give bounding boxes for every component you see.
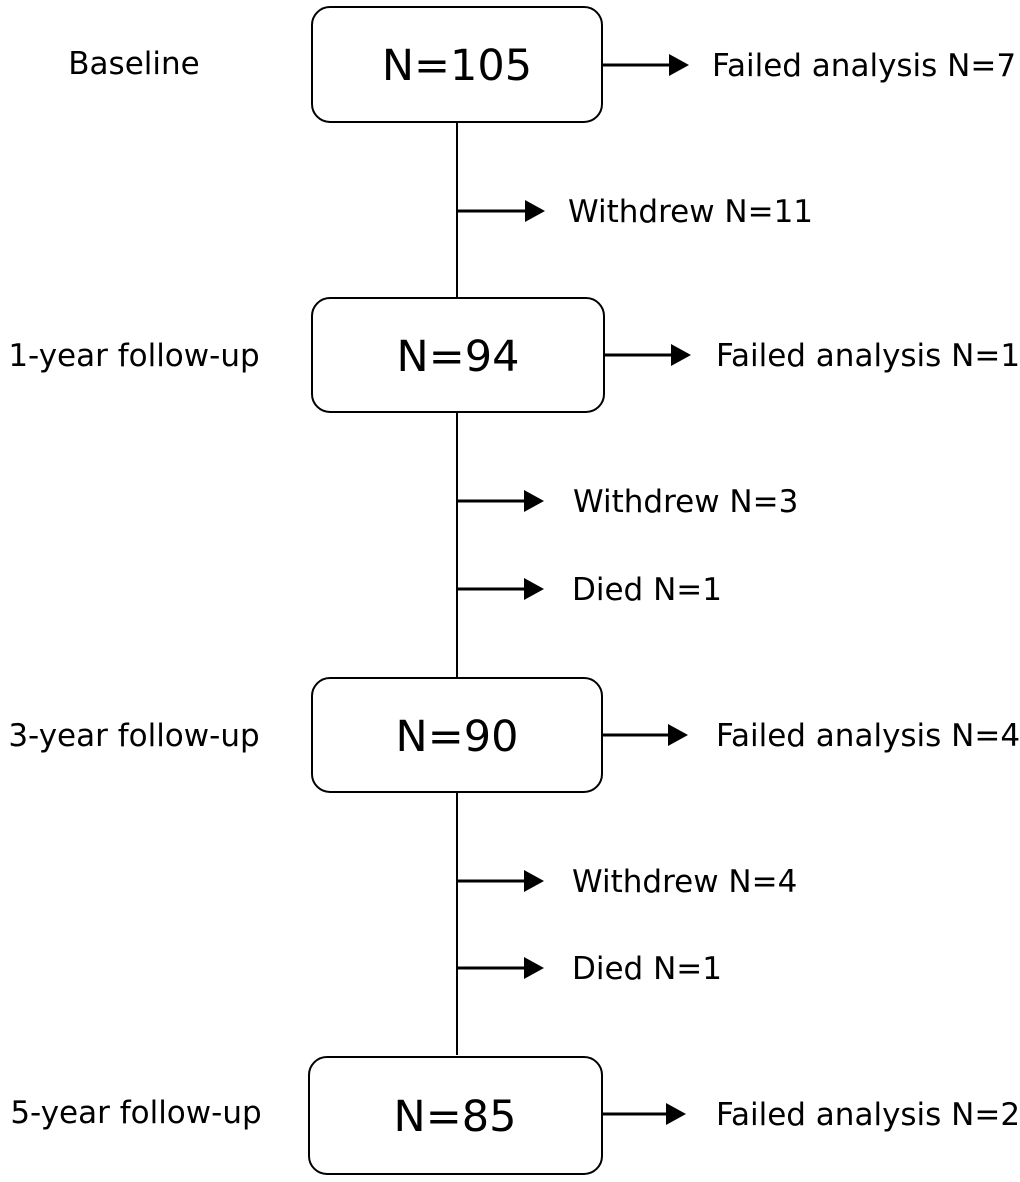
exclusion-label: Died N=1 (572, 572, 722, 608)
exclusion-label: Withdrew N=11 (568, 194, 813, 230)
exclusion-label: Withdrew N=3 (573, 484, 798, 520)
exclusion-label: Withdrew N=4 (572, 864, 797, 900)
exclusion-label: Died N=1 (572, 951, 722, 987)
transition-baseline-to-1yr: Withdrew N=11 (457, 194, 813, 230)
stage-5-year: 5-year follow-up N=85 Failed analysis N=… (10, 1056, 1020, 1175)
count-value: N=94 (397, 332, 520, 382)
count-value: N=105 (382, 41, 532, 91)
count-box (311, 6, 603, 123)
count-value: N=85 (394, 1092, 517, 1142)
stage-label: 5-year follow-up (10, 1095, 261, 1131)
stage-1-year: 1-year follow-up N=94 Failed analysis N=… (8, 297, 1020, 413)
transition-1yr-to-3yr: Withdrew N=3 Died N=1 (457, 484, 798, 608)
count-box (311, 297, 605, 413)
count-value: N=90 (396, 712, 519, 762)
stage-baseline: Baseline N=105 Failed analysis N=7 (68, 6, 1016, 123)
failed-analysis-label: Failed analysis N=2 (716, 1097, 1020, 1133)
stage-3-year: 3-year follow-up N=90 Failed analysis N=… (8, 677, 1020, 793)
stage-label: 3-year follow-up (8, 718, 259, 754)
transition-3yr-to-5yr: Withdrew N=4 Died N=1 (457, 864, 797, 987)
failed-analysis-label: Failed analysis N=4 (716, 718, 1020, 754)
stage-label: Baseline (68, 46, 199, 82)
failed-analysis-label: Failed analysis N=7 (712, 48, 1016, 84)
failed-analysis-label: Failed analysis N=1 (716, 338, 1020, 374)
stage-label: 1-year follow-up (8, 338, 259, 374)
count-box (311, 677, 603, 793)
